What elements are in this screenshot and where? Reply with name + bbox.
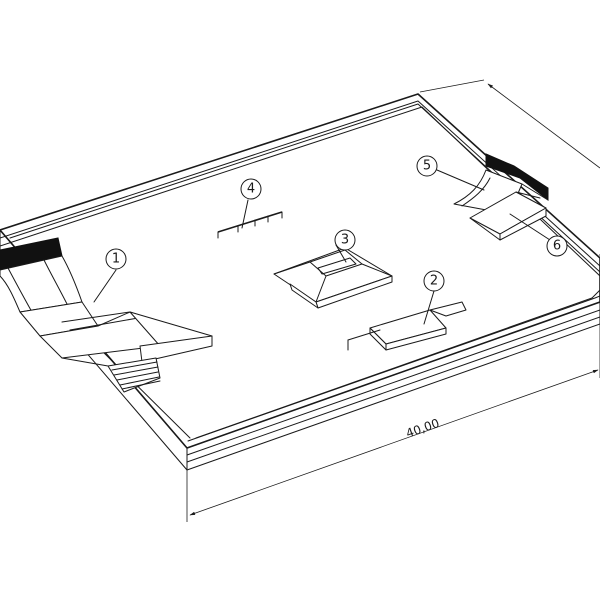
feature-1-quarter-pipe-funbox — [0, 237, 213, 393]
balloon-3: 3 — [334, 229, 356, 263]
balloon-5: 5 — [416, 155, 485, 191]
balloon-4: 4 — [240, 178, 262, 229]
balloon-1-label: 1 — [112, 252, 120, 267]
balloon-5-label: 5 — [423, 159, 431, 174]
balloon-6: 6 — [509, 213, 568, 257]
feature-4-flat-rail — [217, 211, 283, 239]
dimension-label: 40,00 — [404, 416, 441, 441]
feature-2-box-with-rail — [347, 301, 467, 351]
balloon-3-label: 3 — [341, 233, 349, 248]
dimension-depth — [419, 79, 600, 256]
balloon-6-label: 6 — [553, 239, 561, 254]
balloon-1: 1 — [93, 248, 127, 303]
balloon-2-label: 2 — [430, 274, 438, 289]
feature-5-6-ramps — [453, 153, 549, 241]
balloon-4-label: 4 — [247, 182, 255, 197]
feature-3-pyramid — [273, 247, 393, 309]
balloon-2: 2 — [423, 270, 445, 325]
dimension-width: 40,00 — [186, 324, 600, 522]
